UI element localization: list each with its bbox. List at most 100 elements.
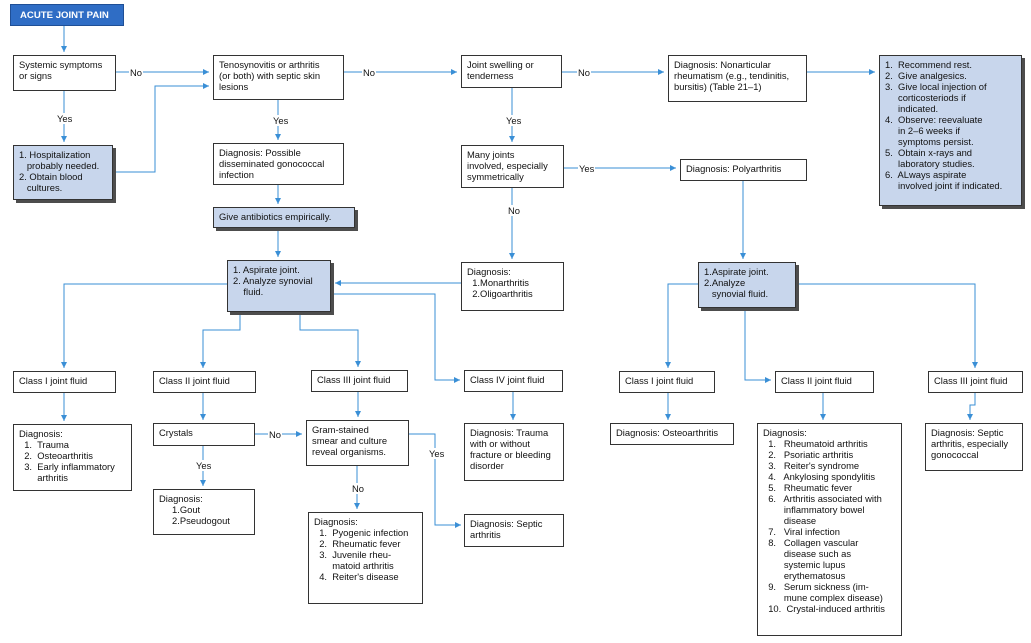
node-text-line: Class III joint fluid <box>317 374 391 385</box>
node-text-line: 6. Arthritis associated with <box>763 493 882 504</box>
node-text-line: Crystals <box>159 427 193 438</box>
node-text-line: disease <box>763 515 817 526</box>
edge-label-no: No <box>268 429 282 440</box>
node-text-line: 3. Early inflammatory <box>19 461 115 472</box>
node-text-line: laboratory studies. <box>885 158 975 169</box>
connector-arrow <box>665 283 698 368</box>
node-text-line: Class I joint fluid <box>625 375 694 386</box>
node-text-line: 2. Obtain blood <box>19 171 83 182</box>
node-text-line: 3. Give local injection of <box>885 81 987 92</box>
node-text-line: corticosteriods if <box>885 92 966 103</box>
node-recommend: 1. Recommend rest.2. Give analgesics.3. … <box>879 55 1022 206</box>
node-text-line: Many joints <box>467 149 515 160</box>
node-text-line: Diagnosis: Septic <box>931 427 1004 438</box>
node-text-line: symmetrically <box>467 171 524 182</box>
connector-arrow <box>113 83 209 173</box>
edge-label-yes: Yes <box>272 115 290 126</box>
node-text-line: 4. Reiter's disease <box>314 571 399 582</box>
node-text-line: 1.Gout <box>159 504 201 515</box>
edge-label-yes: Yes <box>56 113 74 124</box>
chart-title: ACUTE JOINT PAIN <box>10 4 124 26</box>
node-class4: Class IV joint fluid <box>464 370 563 392</box>
node-text-line: Diagnosis: <box>467 266 511 277</box>
node-hospitalization: 1. Hospitalization probably needed.2. Ob… <box>13 145 113 200</box>
node-text-line: fluid. <box>233 286 264 297</box>
edge-label-yes: Yes <box>505 115 523 126</box>
node-text-line: Gram-stained <box>312 424 369 435</box>
node-text-line: Diagnosis: <box>763 427 807 438</box>
node-text-line: Diagnosis: <box>19 428 63 439</box>
node-text-line: 4. Ankylosing spondylitis <box>763 471 876 482</box>
node-text-line: 6. ALways aspirate <box>885 169 967 180</box>
node-text-line: matoid arthritis <box>314 560 394 571</box>
edge-label-yes: Yes <box>428 448 446 459</box>
node-text-line: 1.Aspirate joint. <box>704 266 769 277</box>
node-text-line: or signs <box>19 70 52 81</box>
node-text-line: arthritis <box>19 472 68 483</box>
node-text-line: 10. Crystal-induced arthritis <box>763 603 885 614</box>
edge-label-no: No <box>577 67 591 78</box>
node-text-line: reveal organisms. <box>312 446 386 457</box>
connector-arrow <box>967 393 976 420</box>
node-text-line: 4. Observe: reevaluate <box>885 114 983 125</box>
node-text-line: 2.Oligoarthritis <box>467 288 533 299</box>
node-text-line: Give antibiotics empirically. <box>219 211 332 222</box>
connector-arrow <box>299 312 361 367</box>
node-diag-pyogenic: Diagnosis: 1. Pyogenic infection 2. Rheu… <box>308 512 423 604</box>
edge-label-yes: Yes <box>195 460 213 471</box>
node-text-line: disseminated gonococcal <box>219 158 325 169</box>
node-text-line: 2. Osteoarthritis <box>19 450 93 461</box>
node-diag-poly: Diagnosis: Polyarthritis <box>680 159 807 181</box>
node-text-line: disease such as <box>763 548 852 559</box>
node-text-line: disorder <box>470 460 504 471</box>
connector-arrow <box>200 312 241 368</box>
node-text-line: 2.Analyze <box>704 277 746 288</box>
node-text-line: Joint swelling or <box>467 59 534 70</box>
node-text-line: in 2–6 weeks if <box>885 125 961 136</box>
node-text-line: infection <box>219 169 254 180</box>
node-text-line: Diagnosis: Osteoarthritis <box>616 427 719 438</box>
node-class3-right: Class III joint fluid <box>928 371 1023 393</box>
edge-label-no: No <box>129 67 143 78</box>
node-text-line: Tenosynovitis or arthritis <box>219 59 320 70</box>
node-text-line: Class IV joint fluid <box>470 374 545 385</box>
node-class1-right: Class I joint fluid <box>619 371 715 393</box>
edge-label-no: No <box>351 483 365 494</box>
node-text-line: inflammatory bowel <box>763 504 865 515</box>
node-text-line: 2. Psoriatic arthritis <box>763 449 854 460</box>
node-text-line: 1. Recommend rest. <box>885 59 973 70</box>
connector-arrow <box>409 433 461 528</box>
node-text-line: systemic lupus <box>763 559 846 570</box>
connector-arrow <box>61 283 227 368</box>
node-text-line: 1. Pyogenic infection <box>314 527 409 538</box>
node-text-line: 5. Obtain x-rays and <box>885 147 973 158</box>
node-text-line: erythematosus <box>763 570 846 581</box>
node-antibiotics: Give antibiotics empirically. <box>213 207 355 228</box>
node-text-line: 7. Viral infection <box>763 526 840 537</box>
node-text-line: 2. Analyze synovial <box>233 275 313 286</box>
node-text-line: Diagnosis: Nonarticular <box>674 59 771 70</box>
node-text-line: 1. Trauma <box>19 439 70 450</box>
node-text-line: lesions <box>219 81 249 92</box>
node-diag-mono: Diagnosis: 1.Monarthritis 2.Oligoarthrit… <box>461 262 564 311</box>
node-text-line: arthritis, especially <box>931 438 1009 449</box>
node-text-line: 5. Rheumatic fever <box>763 482 853 493</box>
node-text-line: Diagnosis: Septic <box>470 518 543 529</box>
node-crystals: Crystals <box>153 423 255 446</box>
node-text-line: 3. Juvenile rheu- <box>314 549 392 560</box>
node-text-line: Class II joint fluid <box>159 375 230 386</box>
connector-arrow <box>744 308 771 383</box>
node-diag-gout: Diagnosis: 1.Gout 2.Pseudogout <box>153 489 255 535</box>
node-class3-left: Class III joint fluid <box>311 370 408 392</box>
node-text-line: Diagnosis: <box>159 493 203 504</box>
node-text-line: probably needed. <box>19 160 100 171</box>
node-text-line: cultures. <box>19 182 63 193</box>
